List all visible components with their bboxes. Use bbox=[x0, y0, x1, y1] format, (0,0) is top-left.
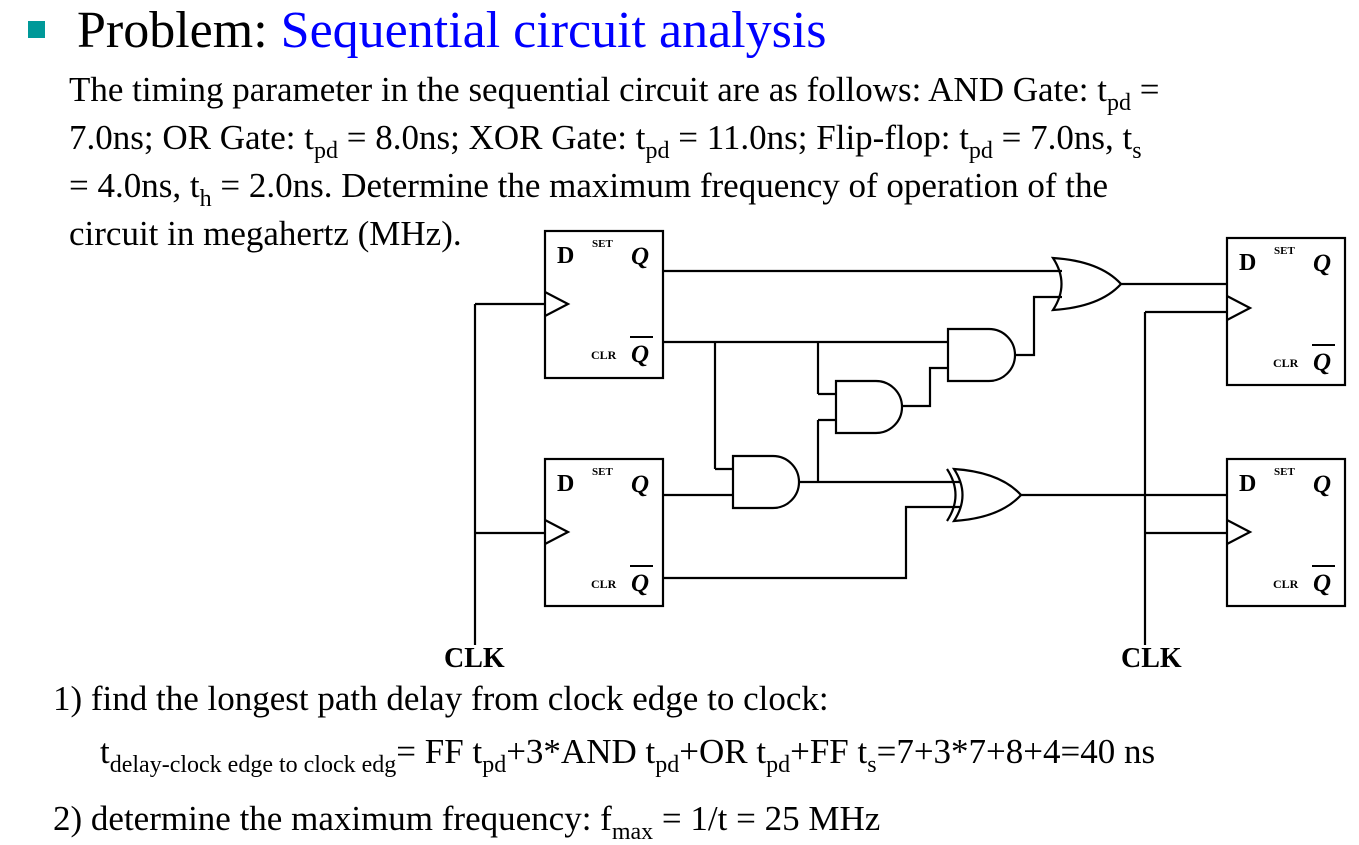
problem-line-4: circuit in megahertz (MHz). bbox=[69, 214, 462, 253]
solution-equation: tdelay-clock edge to clock edg= FF tpd+3… bbox=[100, 728, 1156, 778]
clk-wire-right bbox=[1143, 310, 1227, 645]
text: +FF t bbox=[790, 732, 868, 771]
ff4-clr-label: CLR bbox=[1273, 577, 1299, 591]
text: +3*AND t bbox=[506, 732, 656, 771]
ff2-q-label: Q bbox=[631, 471, 649, 498]
text: The timing parameter in the sequential c… bbox=[69, 70, 1108, 109]
subscript: pd bbox=[766, 752, 791, 778]
ff1-q-label: Q bbox=[631, 243, 649, 270]
clk-label-left: CLK bbox=[444, 643, 505, 674]
solution-step-1: 1) find the longest path delay from cloc… bbox=[53, 679, 829, 718]
wire-and2-out bbox=[903, 366, 948, 408]
text: = 8.0ns; XOR Gate: t bbox=[337, 118, 646, 157]
ff2-d-label: D bbox=[557, 471, 574, 497]
text: = 11.0ns; Flip-flop: t bbox=[669, 118, 969, 157]
subscript: pd bbox=[482, 752, 507, 778]
wire-ff1-qbar bbox=[663, 340, 948, 471]
and-gate-1 bbox=[731, 454, 801, 510]
text: = 7.0ns, t bbox=[992, 118, 1133, 157]
text: t bbox=[100, 732, 110, 771]
ff4-set-label: SET bbox=[1274, 466, 1295, 478]
clk-label-right: CLK bbox=[1121, 643, 1182, 674]
ff2-clr-label: CLR bbox=[591, 577, 617, 591]
bullet-icon bbox=[28, 21, 45, 38]
ff1-d-label: D bbox=[557, 243, 574, 269]
ff3-set-label: SET bbox=[1274, 245, 1295, 257]
ff2-qbar-label: Q bbox=[631, 570, 649, 597]
subscript: pd bbox=[313, 138, 338, 164]
ff-labels: D SET Q CLR Q D SET Q CLR Q D SET Q CLR … bbox=[557, 238, 1335, 597]
subscript: max bbox=[611, 819, 654, 845]
text: 2) determine the maximum frequency: f bbox=[53, 799, 612, 838]
ff4-q-label: Q bbox=[1313, 471, 1331, 498]
text: +OR t bbox=[679, 732, 767, 771]
ff3-q-label: Q bbox=[1313, 250, 1331, 277]
ff3-d-label: D bbox=[1239, 250, 1256, 276]
ff1-set-label: SET bbox=[592, 238, 613, 250]
problem-line-1: The timing parameter in the sequential c… bbox=[69, 66, 1160, 116]
clk-wire-left bbox=[473, 302, 545, 645]
text: 7.0ns; OR Gate: t bbox=[69, 118, 314, 157]
ff3-clr-label: CLR bbox=[1273, 356, 1299, 370]
subscript: s bbox=[1132, 138, 1142, 164]
title-prefix: Problem: bbox=[77, 2, 281, 59]
problem-line-2: 7.0ns; OR Gate: tpd = 8.0ns; XOR Gate: t… bbox=[69, 114, 1142, 164]
text: = bbox=[1131, 70, 1160, 109]
ff1-qbar-label: Q bbox=[631, 341, 649, 368]
and-gate-2 bbox=[834, 379, 904, 435]
ff4-d-label: D bbox=[1239, 471, 1256, 497]
subscript: s bbox=[867, 752, 877, 778]
ff1-clr-label: CLR bbox=[591, 348, 617, 362]
problem-line-3: = 4.0ns, th = 2.0ns. Determine the maxim… bbox=[69, 162, 1109, 212]
wire-ff2-qbar bbox=[663, 505, 960, 580]
text: = 4.0ns, t bbox=[69, 166, 200, 205]
subscript: h bbox=[199, 186, 212, 212]
text: = 2.0ns. Determine the maximum frequency… bbox=[211, 166, 1109, 205]
text: = 1/t = 25 MHz bbox=[653, 799, 881, 838]
solution-step-2: 2) determine the maximum frequency: fmax… bbox=[53, 795, 881, 845]
and-gate-3 bbox=[946, 327, 1017, 383]
ff2-set-label: SET bbox=[592, 466, 613, 478]
ff4-qbar-label: Q bbox=[1313, 570, 1331, 597]
subscript: pd bbox=[655, 752, 680, 778]
ff3-qbar-label: Q bbox=[1313, 349, 1331, 376]
or-gate bbox=[1050, 256, 1123, 312]
xor-gate bbox=[946, 467, 1023, 523]
text: =7+3*7+8+4=40 ns bbox=[876, 732, 1156, 771]
subscript: pd bbox=[645, 138, 670, 164]
wire-and1-out bbox=[800, 418, 960, 484]
subscript: delay-clock edge to clock edg bbox=[109, 752, 397, 778]
wire-and3-out bbox=[1016, 295, 1062, 357]
page-title: Problem: Sequential circuit analysis bbox=[77, 0, 827, 66]
subscript: pd bbox=[968, 138, 993, 164]
text: = FF t bbox=[396, 732, 483, 771]
title-accent: Sequential circuit analysis bbox=[280, 2, 827, 59]
subscript: pd bbox=[1107, 90, 1132, 116]
